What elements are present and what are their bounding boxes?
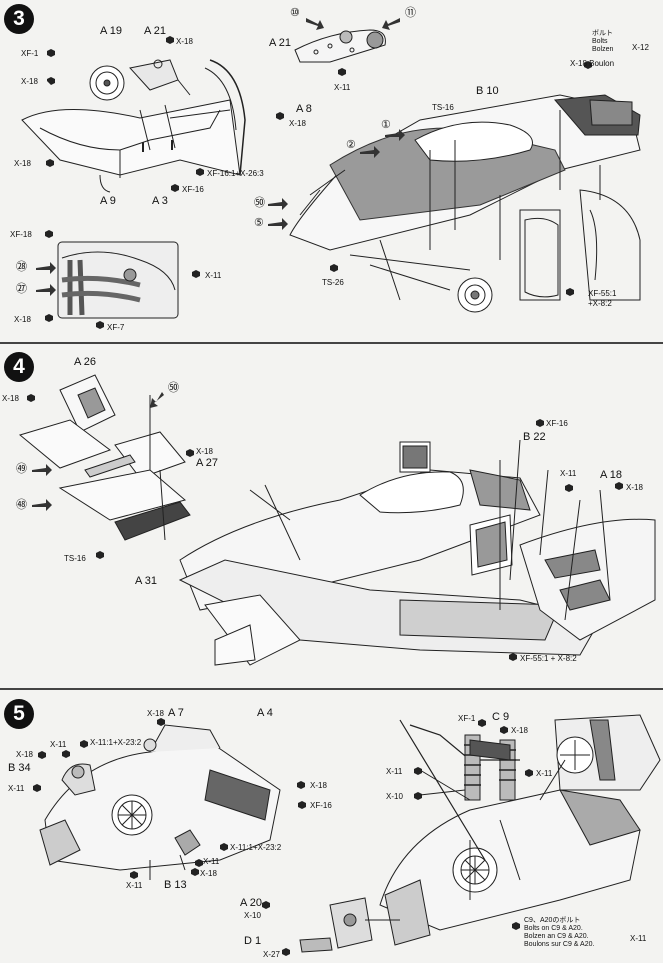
paint-x11: X-11	[630, 934, 647, 943]
part-a26: A 26	[74, 356, 97, 368]
paint-x18: X-18	[289, 119, 306, 128]
paint-x18: X-18	[176, 37, 193, 46]
part-b34: B 34	[8, 762, 31, 774]
part-a7: A 7	[168, 707, 184, 719]
paint-x18: X-18	[21, 77, 38, 86]
section-divider-1	[0, 342, 663, 344]
paint-xf55: XF-55:1 + X-8:2	[520, 654, 577, 663]
paint-x11: X-11	[560, 469, 577, 478]
paint-x11: X-11	[536, 769, 553, 778]
step-5-badge: 5	[4, 699, 34, 729]
decal-27: ㉗	[16, 283, 27, 295]
paint-x27: X-27	[263, 950, 280, 959]
paint-x8: +X-8:2	[588, 299, 612, 308]
paint-x18: X-18	[16, 750, 33, 759]
paint-x11: X-11	[8, 784, 25, 793]
c9-a20-bolts-note: C9、A20のボルト Bolts on C9 & A20. Bolzen an …	[524, 917, 595, 949]
part-a3: A 3	[152, 195, 168, 207]
paint-xf16: XF-16	[310, 801, 332, 810]
decal-1: ①	[381, 119, 391, 131]
paint-x18: X-18	[511, 726, 528, 735]
paint-x10: X-10	[244, 911, 261, 920]
paint-x18: X-18	[626, 483, 643, 492]
paint-x18: X-18	[200, 869, 217, 878]
paint-mix: XF-16:1+X-26:3	[207, 169, 264, 178]
paint-xf16: XF-16	[182, 185, 204, 194]
paint-xf1: XF-1	[458, 714, 476, 723]
part-a27: A 27	[196, 457, 219, 469]
paint-xf55: XF-55:1	[588, 289, 617, 298]
bolts-note: ボルト Bolts Bolzen	[592, 30, 614, 54]
part-b10: B 10	[476, 85, 499, 97]
decal-2: ②	[346, 139, 356, 151]
paint-x18: X-18	[147, 709, 164, 718]
paint-x18: X-18	[196, 447, 213, 456]
part-a8: A 8	[296, 103, 312, 115]
paint-xf16: XF-16	[546, 419, 568, 428]
part-d1: D 1	[244, 935, 262, 947]
paint-ts16: TS-16	[64, 554, 86, 563]
paint-x18: X-18	[14, 159, 31, 168]
part-c9: C 9	[492, 711, 510, 723]
paint-x18: X-18	[310, 781, 327, 790]
paint-x11: X-11	[386, 767, 403, 776]
decal-5: ⑤	[254, 217, 264, 229]
part-a21: A 21	[144, 25, 167, 37]
paint-xf1: XF-1	[21, 49, 39, 58]
paint-x11: X-11	[203, 857, 220, 866]
part-b13: B 13	[164, 879, 187, 891]
decal-11: ⑪	[405, 7, 416, 19]
bolts-fr: X-18 Boulon	[570, 59, 615, 68]
paint-x11: X-11	[334, 83, 351, 92]
paint-x11: X-11	[205, 271, 222, 280]
paint-x18: X-18	[2, 394, 19, 403]
section-divider-2	[0, 688, 663, 690]
part-a21-top: A 21	[269, 37, 292, 49]
part-a9: A 9	[100, 195, 116, 207]
part-a31: A 31	[135, 575, 158, 587]
decal-10: ⑩	[290, 7, 300, 19]
paint-x12: X-12	[632, 43, 649, 52]
part-b22: B 22	[523, 431, 546, 443]
decal-52: ㊾	[16, 463, 27, 475]
paint-xf18: XF-18	[10, 230, 32, 239]
paint-x18: X-18	[14, 315, 31, 324]
step-4-badge: 4	[4, 352, 34, 382]
paint-x11: X-11	[126, 881, 143, 890]
paint-x11: X-11	[50, 740, 67, 749]
decal-51: ㊿	[254, 197, 265, 209]
paint-x11-mix: X-11:1+X-23:2	[230, 843, 282, 852]
part-a18: A 18	[600, 469, 623, 481]
paint-xf7: XF-7	[107, 323, 125, 332]
paint-x10: X-10	[386, 792, 403, 801]
decal-50: ㊿	[168, 382, 179, 394]
step-3-badge: 3	[4, 4, 34, 34]
decal-53: ㊽	[16, 499, 27, 511]
paint-ts26: TS-26	[322, 278, 344, 287]
decal-28: ㉘	[16, 261, 27, 273]
paint-ts16: TS-16	[432, 103, 454, 112]
part-a19: A 19	[100, 25, 123, 37]
part-a4: A 4	[257, 707, 273, 719]
paint-x11-mix: X-11:1+X-23:2	[90, 738, 142, 747]
part-a20: A 20	[240, 897, 263, 909]
